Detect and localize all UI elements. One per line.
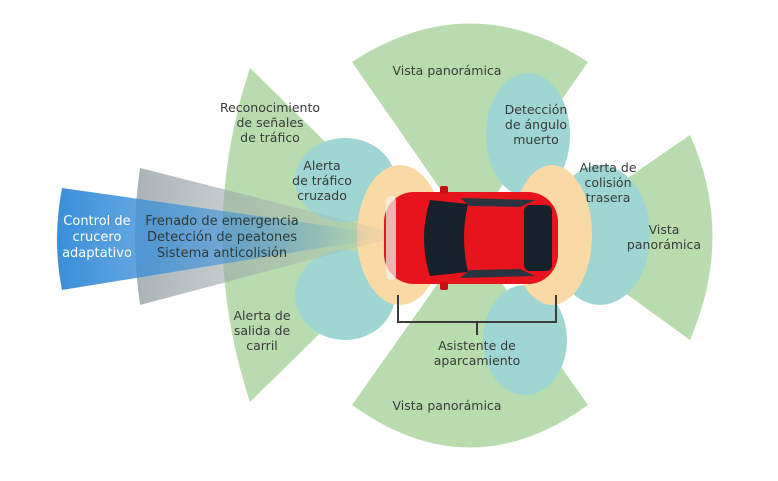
zone-crucero bbox=[57, 188, 370, 290]
zone-vista-bottom bbox=[352, 238, 588, 448]
zone-angulo-muerto-bottom bbox=[483, 285, 567, 395]
label-vista-top: Vista panorámica bbox=[392, 63, 502, 78]
parking-bracket bbox=[397, 295, 557, 335]
label-vista-bottom: Vista panorámica bbox=[392, 398, 502, 413]
car-icon bbox=[384, 186, 558, 290]
